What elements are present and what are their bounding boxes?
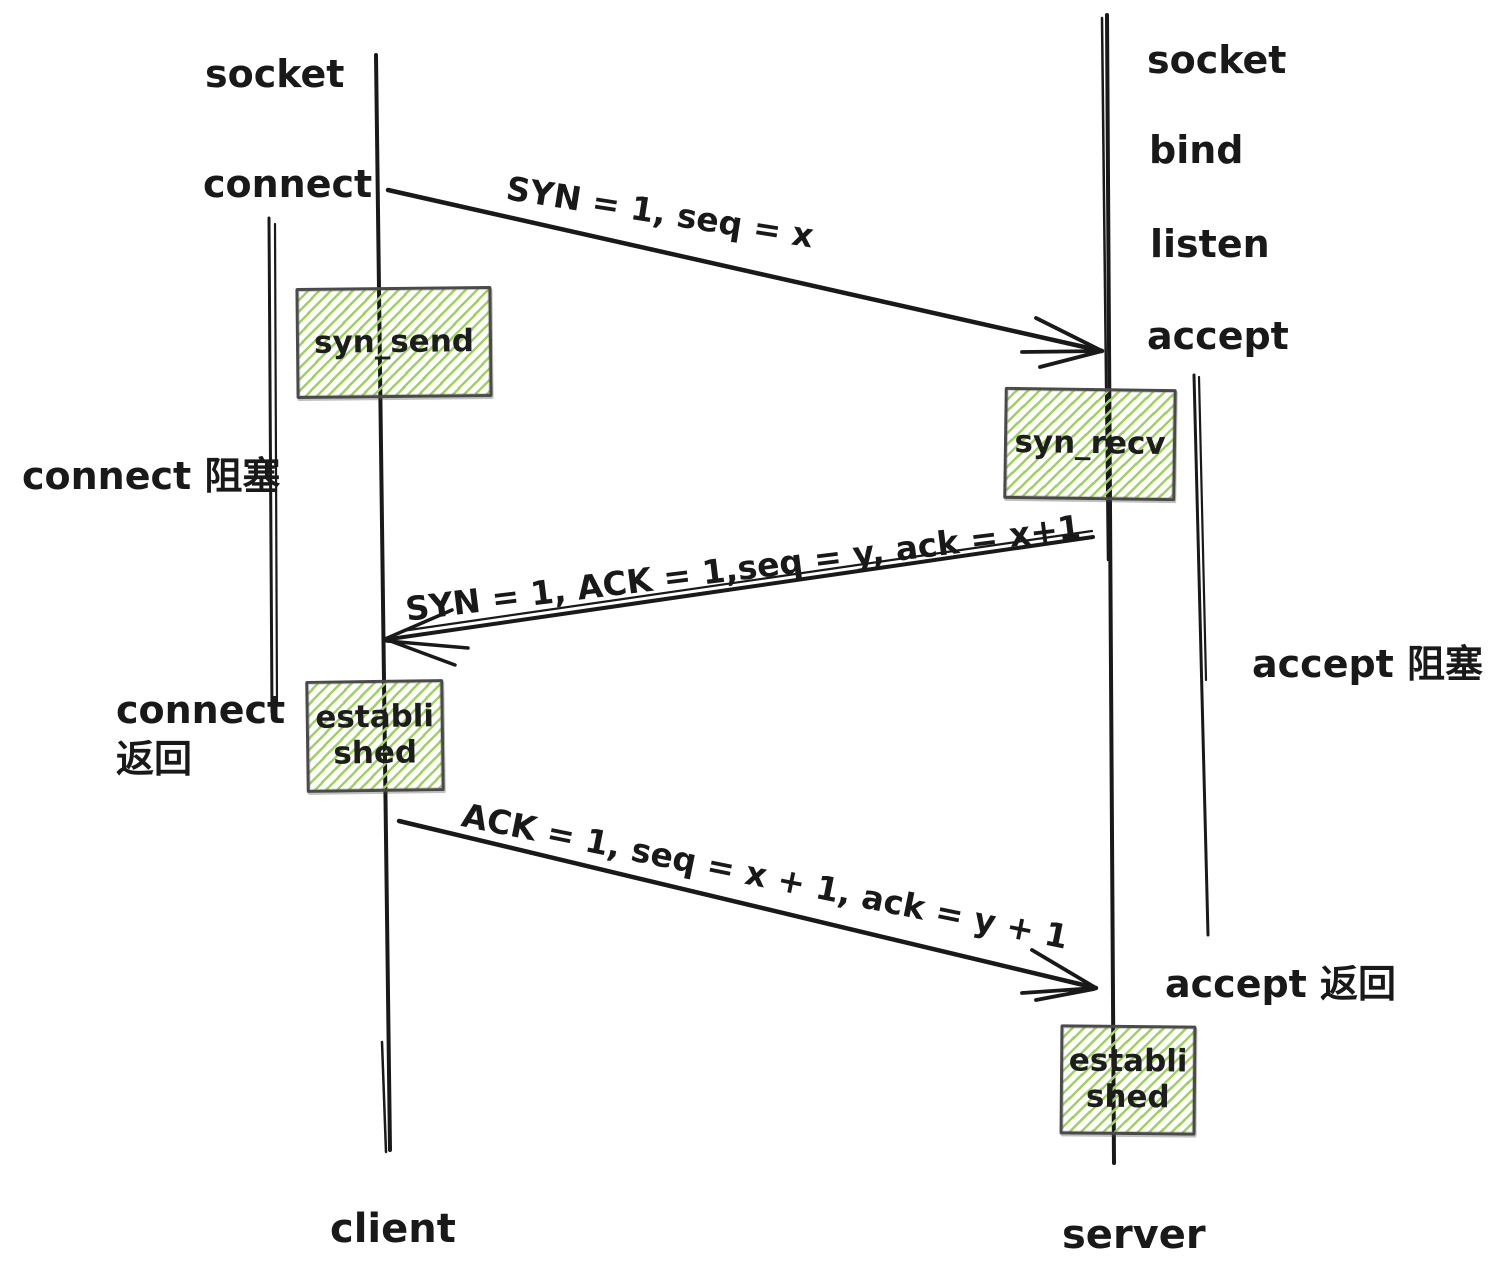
syn-arrow-shaft bbox=[385, 187, 1105, 354]
synack-arrow-shaft-echo bbox=[400, 529, 1094, 633]
syn-recv-state-box: syn_recv bbox=[1003, 386, 1177, 502]
syn-send-state-box: syn_send bbox=[295, 285, 493, 400]
server-socket-label: socket bbox=[1147, 38, 1287, 82]
client-lifeline bbox=[374, 53, 392, 1152]
ack-arrow-shaft bbox=[396, 818, 1099, 991]
client-established-line2: shed bbox=[333, 734, 418, 772]
syn-recv-state-label: syn_recv bbox=[1014, 424, 1166, 463]
synack-arrowhead bbox=[383, 608, 470, 667]
server-bind-label: bind bbox=[1149, 128, 1244, 172]
server-established-line1: establi bbox=[1068, 1042, 1188, 1080]
client-connect-label: connect bbox=[203, 162, 373, 206]
connect-return-line2: 返回 bbox=[116, 736, 193, 781]
accept-blocking-bracket-echo bbox=[1197, 375, 1208, 682]
server-established-line2: shed bbox=[1085, 1078, 1170, 1116]
server-accept-label: accept bbox=[1147, 314, 1289, 358]
server-lifeline bbox=[1105, 13, 1116, 1165]
syn-send-state-label: syn_send bbox=[313, 322, 475, 361]
client-name-label: client bbox=[330, 1206, 456, 1252]
synack-arrow-shaft bbox=[388, 535, 1095, 641]
ack-arrowhead bbox=[1020, 948, 1098, 1002]
syn-arrowhead bbox=[1020, 316, 1104, 369]
connect-blocking-label: connect 阻塞 bbox=[22, 454, 281, 498]
server-listen-label: listen bbox=[1150, 222, 1270, 266]
accept-blocking-bracket bbox=[1192, 373, 1210, 937]
connect-blocking-bracket-echo bbox=[273, 222, 279, 707]
server-name-label: server bbox=[1062, 1212, 1206, 1258]
client-socket-label: socket bbox=[205, 52, 345, 96]
accept-return-label: accept 返回 bbox=[1165, 962, 1397, 1006]
client-established-line1: establi bbox=[315, 698, 435, 737]
accept-blocking-label: accept 阻塞 bbox=[1252, 642, 1484, 686]
client-lifeline-echo bbox=[380, 1040, 388, 1154]
connect-return-line1: connect bbox=[116, 688, 286, 732]
connect-blocking-bracket bbox=[267, 216, 274, 714]
